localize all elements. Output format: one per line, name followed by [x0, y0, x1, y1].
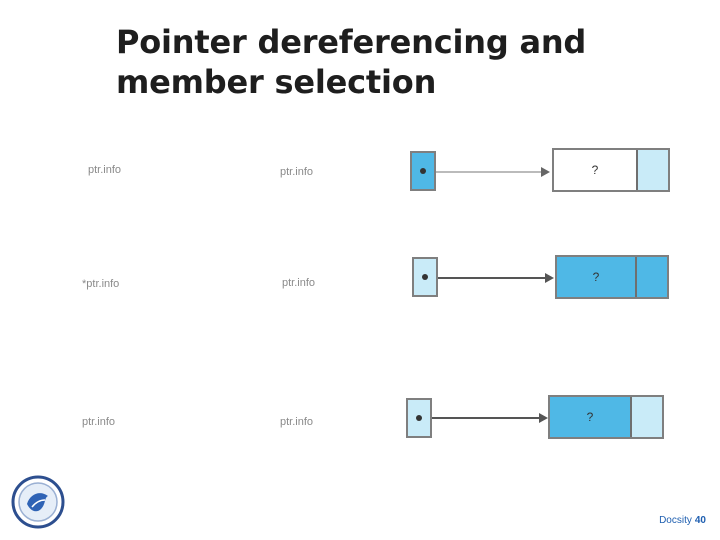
row-3-left-expression: ptr.info	[82, 416, 116, 428]
pointer-dot-icon	[422, 274, 428, 280]
arrow-head-icon	[539, 413, 548, 423]
row-2-node-info: ?	[557, 257, 637, 297]
row-2-node: ?	[555, 255, 669, 299]
row-3-arrow	[432, 413, 548, 423]
row-2-arrow	[438, 273, 554, 283]
seal-graphic	[11, 475, 65, 529]
row-2-pointer-box	[412, 257, 438, 297]
arrow-head-icon	[545, 273, 554, 283]
pointer-dot-icon	[416, 415, 422, 421]
row-3-node-info: ?	[550, 397, 632, 437]
title-line-1: Pointer dereferencing and	[116, 23, 587, 61]
row-3-node-next	[632, 397, 662, 437]
row-2-left-expression: *ptr.info	[82, 278, 120, 290]
row-1-node-next	[638, 150, 668, 190]
row-1-right-expression: ptr.info	[280, 166, 314, 178]
row-3-node: ?	[548, 395, 664, 439]
pointer-dot-icon	[420, 168, 426, 174]
row-1-node: ?	[552, 148, 670, 192]
arrow-head-icon	[541, 167, 550, 177]
row-3-right-expression: ptr.info	[280, 416, 314, 428]
row-1-pointer-box	[410, 151, 436, 191]
row-1-left-expression: ptr.info	[88, 164, 122, 176]
row-1-node-info: ?	[554, 150, 638, 190]
university-seal-icon	[10, 474, 66, 530]
page-number: 40	[694, 515, 706, 526]
row-1-arrow	[436, 167, 550, 177]
row-3-pointer-box	[406, 398, 432, 438]
row-2-node-next	[637, 257, 667, 297]
footer-brand-link[interactable]: Docsity	[659, 515, 692, 526]
row-2-right-expression: ptr.info	[282, 277, 316, 289]
slide-title: Pointer dereferencing and member selecti…	[116, 22, 636, 102]
title-line-2: member selection	[116, 63, 437, 101]
